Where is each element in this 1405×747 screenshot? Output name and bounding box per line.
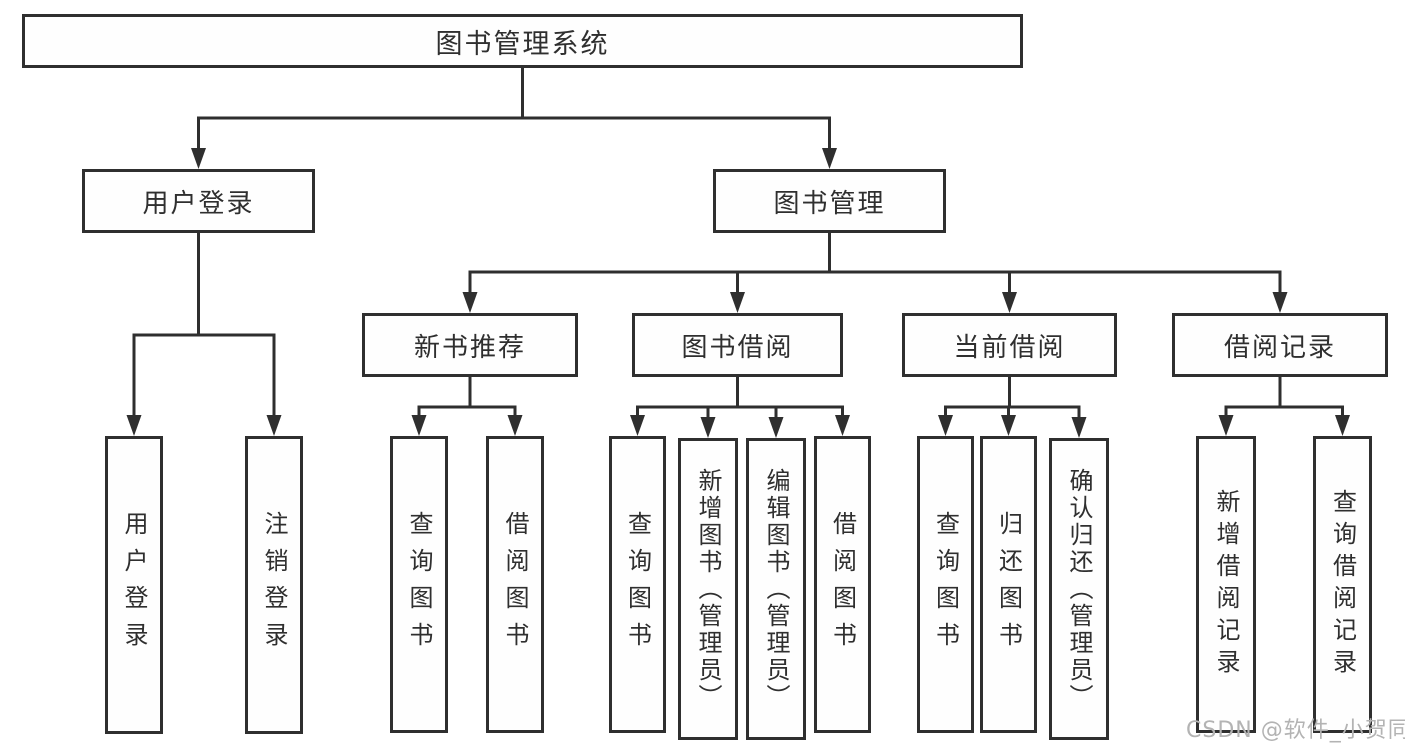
- node-label: 用户登录: [120, 511, 148, 659]
- node-new-book-recommend: 新书推荐: [362, 313, 578, 377]
- node-label: 新增借阅记录: [1212, 488, 1240, 681]
- node-label: 图书管理系统: [435, 28, 610, 60]
- node-label: 确认归还（管理员）: [1065, 467, 1093, 711]
- leaf-return-book: 归还图书: [980, 436, 1037, 733]
- node-label: 当前借阅: [953, 332, 1066, 363]
- leaf-user-login: 用户登录: [105, 436, 163, 734]
- node-label: 查询图书: [405, 510, 433, 659]
- node-label: 查询借阅记录: [1328, 488, 1357, 681]
- node-label: 用户登录: [142, 188, 255, 219]
- leaf-borrow-books-recommend: 借阅图书: [486, 436, 544, 733]
- leaf-query-books-borrowing: 查询图书: [609, 436, 666, 733]
- node-user-login: 用户登录: [82, 169, 315, 233]
- node-label: 图书借阅: [681, 332, 794, 363]
- leaf-confirm-return-admin: 确认归还（管理员）: [1049, 438, 1109, 740]
- csdn-watermark: CSDN @软件_小贺同学: [1186, 718, 1405, 743]
- leaf-borrow-books: 借阅图书: [814, 436, 871, 733]
- node-label: 图书管理: [773, 188, 886, 219]
- node-label: 新书推荐: [413, 332, 526, 363]
- node-label: 注销登录: [260, 511, 288, 659]
- node-label: 编辑图书（管理员）: [762, 467, 790, 711]
- node-label: 借阅图书: [828, 510, 857, 659]
- node-label: 借阅图书: [501, 510, 529, 659]
- leaf-logout: 注销登录: [245, 436, 303, 734]
- leaf-query-books-current: 查询图书: [917, 436, 974, 733]
- node-borrow-records: 借阅记录: [1172, 313, 1388, 377]
- node-book-management: 图书管理: [713, 169, 946, 233]
- node-book-borrowing: 图书借阅: [632, 313, 843, 377]
- node-current-borrowing: 当前借阅: [902, 313, 1117, 377]
- leaf-query-books-recommend: 查询图书: [390, 436, 448, 733]
- node-label: 归还图书: [994, 510, 1023, 659]
- node-label: 查询图书: [931, 510, 960, 659]
- leaf-add-book-admin: 新增图书（管理员）: [678, 438, 738, 740]
- node-label: 新增图书（管理员）: [694, 467, 722, 711]
- node-system-root: 图书管理系统: [22, 14, 1023, 68]
- leaf-add-borrow-record: 新增借阅记录: [1196, 436, 1256, 733]
- leaf-edit-book-admin: 编辑图书（管理员）: [746, 438, 806, 740]
- node-label: 借阅记录: [1223, 332, 1336, 363]
- leaf-query-borrow-record: 查询借阅记录: [1313, 436, 1372, 733]
- node-label: 查询图书: [623, 510, 652, 659]
